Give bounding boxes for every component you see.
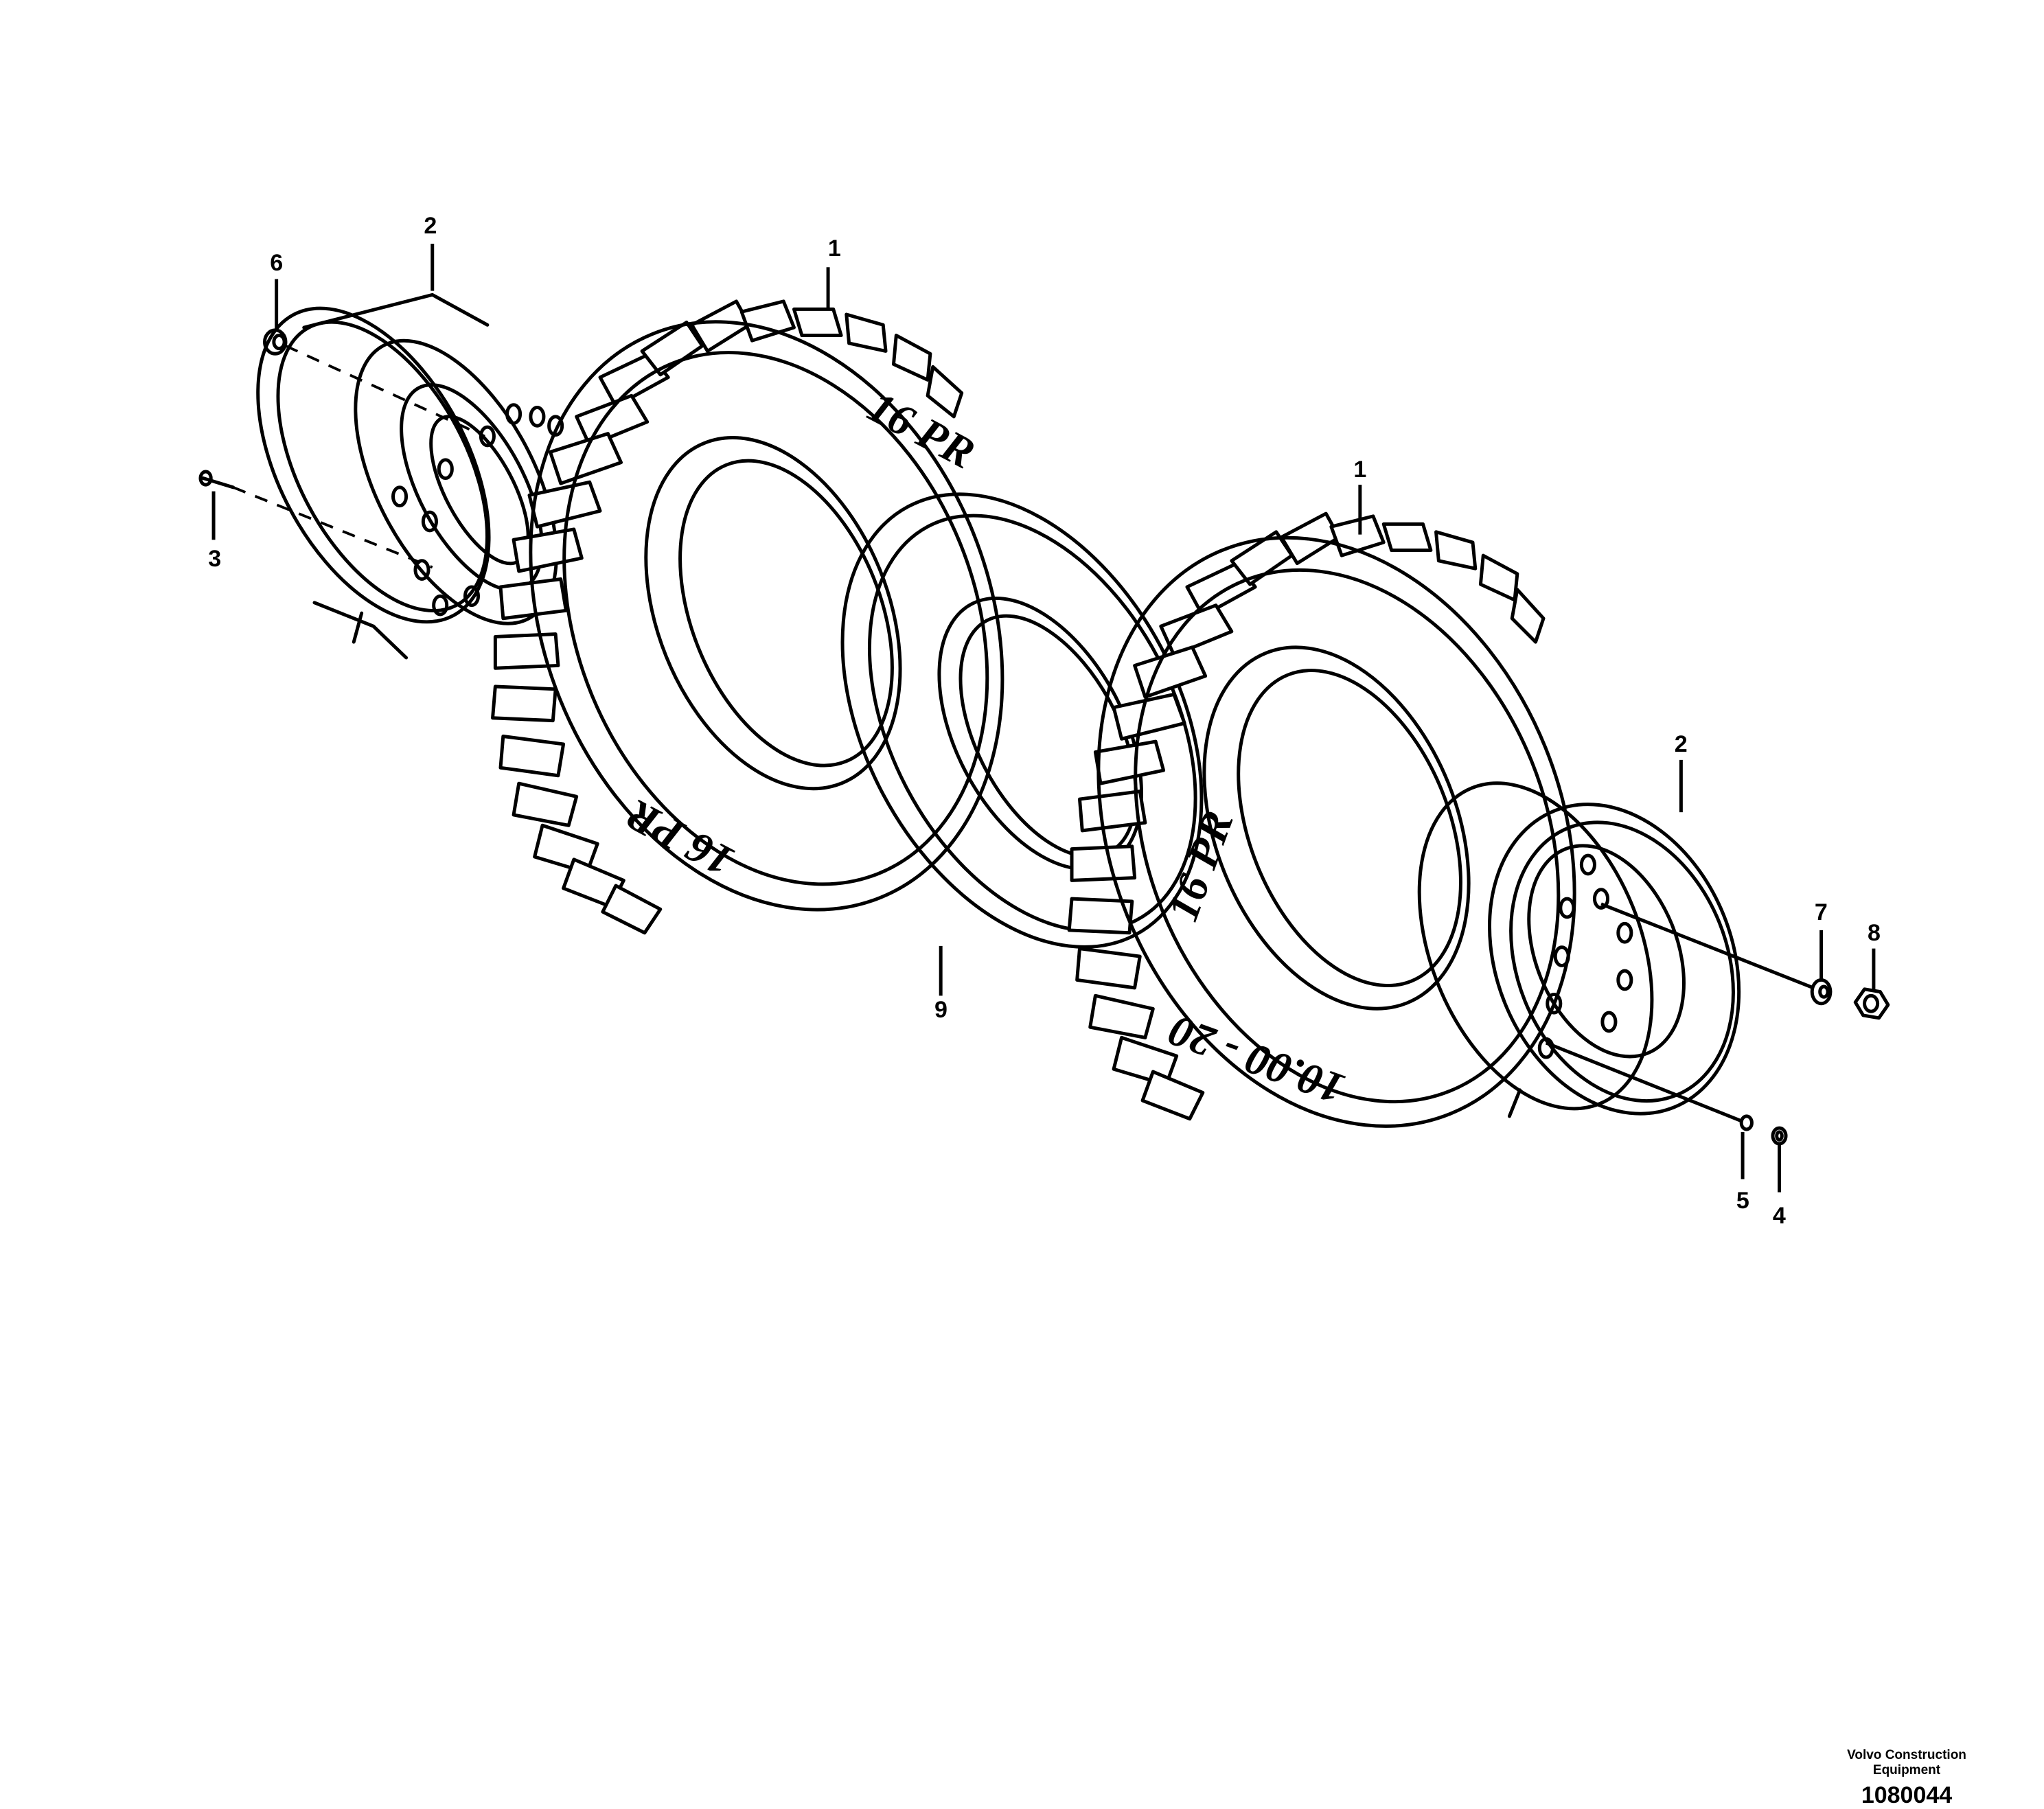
- right-rim-bolt-holes: [1537, 853, 1633, 1059]
- callout-8: 8: [1868, 920, 1881, 946]
- callout-5: 5: [1736, 1188, 1749, 1214]
- callout-2-right-rim: 2: [1675, 731, 1688, 757]
- washer-5: [1739, 1114, 1754, 1131]
- assembly-line-6: [285, 345, 485, 438]
- right-tire-ply: 16 PR: [1158, 805, 1243, 927]
- company-caption: Volvo Construction Equipment: [1831, 1748, 1982, 1778]
- callout-3: 3: [208, 546, 221, 572]
- nut-8: [1853, 987, 1890, 1020]
- leader-lines: [211, 243, 1876, 1192]
- right-rim: [1417, 781, 1741, 1118]
- callout-7: 7: [1815, 899, 1828, 925]
- exploded-parts-diagram: 16 PR 16 PR: [198, 213, 1890, 1229]
- right-tire-tread: [1067, 562, 1257, 1121]
- drawing-number: 1080044: [1861, 1782, 1953, 1808]
- callout-2-left-rim: 2: [424, 213, 437, 239]
- callout-4: 4: [1773, 1203, 1786, 1229]
- left-tire: 16 PR 16 PR: [491, 299, 1004, 935]
- callout-labels: 1 2 6 3 1 2 7 8 9 5 4: [208, 213, 1881, 1229]
- assembly-line-3: [232, 486, 433, 569]
- callout-1-left-tire: 1: [828, 235, 841, 262]
- left-tire-ply-bottom: 16 PR: [619, 790, 742, 886]
- callout-1-right-tire: 1: [1353, 457, 1366, 483]
- washer-7: [1810, 978, 1833, 1006]
- callout-9: 9: [934, 997, 948, 1023]
- nut-4: [1771, 1126, 1788, 1146]
- company-name: Volvo Construction Equipment: [1847, 1748, 1966, 1777]
- left-tire-ply-top: 16 PR: [860, 382, 983, 479]
- assembly-line-7: [1600, 902, 1815, 990]
- valve-stem-3: [198, 470, 236, 489]
- callout-6: 6: [270, 250, 283, 276]
- assembly-line-5: [1545, 1041, 1744, 1123]
